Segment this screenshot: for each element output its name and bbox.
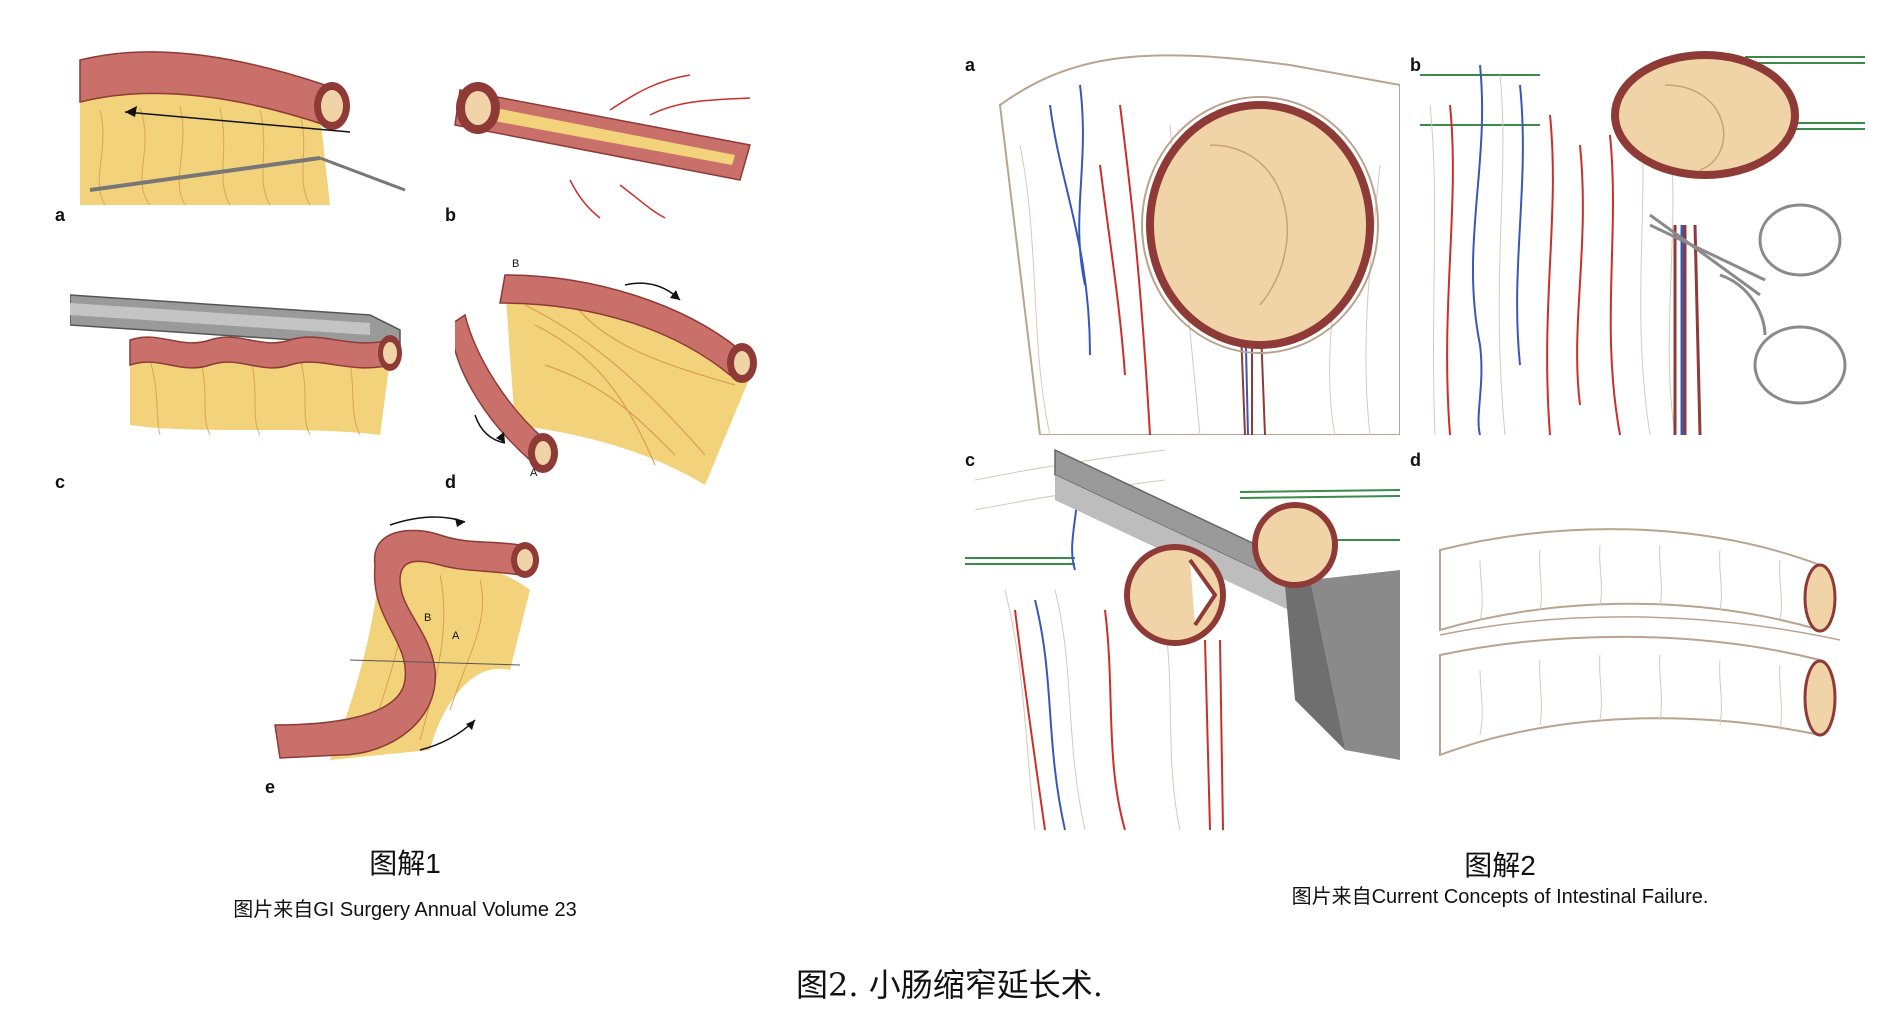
figure2-panel-d-label: d [1410,450,1421,470]
figure2-panel-c-label: c [965,450,976,470]
figure2-panel-c-illustration [965,448,1400,830]
figure1-title: 图解1 [369,848,441,879]
figure1-point-label-b: B [512,258,520,270]
figure2-title: 图解2 [1464,850,1536,881]
figure2-panel-a-illustration [998,54,1400,435]
figure2-panel-d-illustration [1439,528,1841,757]
figure1-panel-b-label: b [445,205,456,225]
figure2-panel-a-label: a [965,55,976,75]
figure2-panel-b-illustration [1420,51,1865,435]
figure1-panel-d-label: d [445,472,456,492]
figure1-panel-a-illustration [79,51,406,206]
figure1-panel-e-point-a: A [452,630,460,642]
figure1-panel-c-illustration [70,294,402,436]
figure1-source: 图片来自GI Surgery Annual Volume 23 [233,899,577,921]
figure1-panel-c-label: c [55,472,66,492]
figure1-point-label-a: A [530,467,538,479]
figure1-panel-e-label: e [265,777,276,797]
figure2-source: 图片来自Current Concepts of Intestinal Failu… [1291,886,1709,908]
figure1-panel-d-illustration [455,274,757,485]
figure2-panel-b-label: b [1410,55,1421,75]
figure1-panel-a-label: a [55,205,66,225]
figure1-panel-e-illustration [274,516,539,760]
main-figure-caption: 图2. 小肠缩窄延长术. [796,966,1103,1004]
figure1-panel-e-point-b: B [424,612,432,624]
figure1-panel-b-illustration [454,74,751,219]
